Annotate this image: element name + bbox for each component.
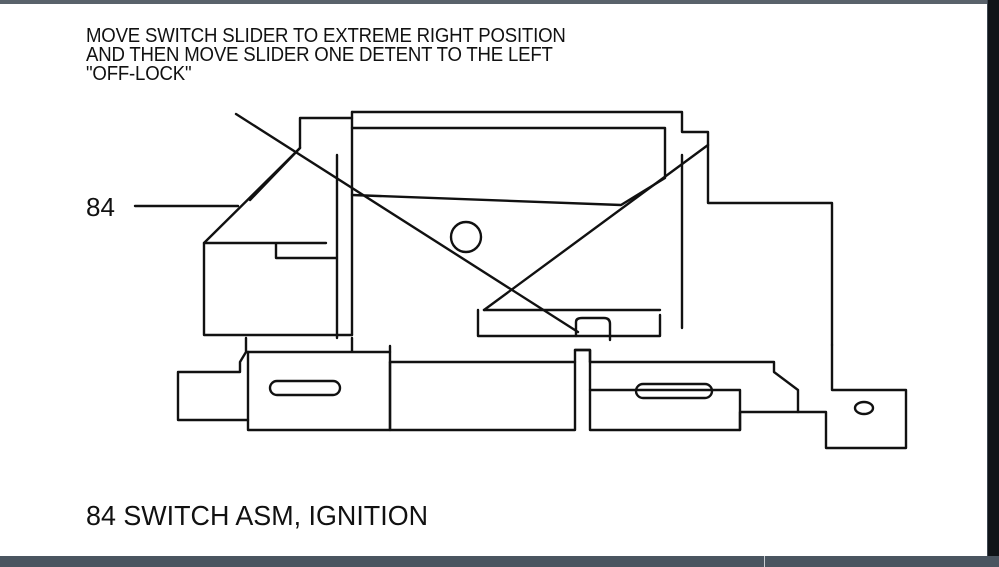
base-flange-left — [246, 350, 392, 432]
base-flange-right-step — [588, 360, 800, 432]
figure-caption: 84 SWITCH ASM, IGNITION — [86, 500, 429, 531]
left-diagonal-brace — [248, 146, 302, 202]
instruction-leader-line — [234, 112, 580, 334]
instruction-line-2: AND THEN MOVE SLIDER ONE DETENT TO THE L… — [86, 44, 553, 66]
base-flange-top — [176, 336, 392, 422]
left-housing-inner — [202, 241, 338, 260]
instruction-text: MOVE SWITCH SLIDER TO EXTREME RIGHT POSI… — [86, 25, 566, 85]
mounting-slot-left — [268, 379, 342, 397]
slider-channel — [476, 308, 662, 338]
frame-bottom-border — [0, 556, 999, 567]
right-diagonal-brace — [482, 143, 710, 312]
frame-top-border — [0, 0, 999, 4]
top-cover-outline — [350, 110, 834, 347]
base-flange-right — [573, 343, 908, 450]
switch-slider — [574, 316, 612, 342]
mounting-slot-right — [634, 382, 714, 400]
callout-number-84: 84 — [86, 192, 115, 222]
pivot-hole — [449, 220, 483, 254]
base-flange-center — [388, 348, 592, 364]
instruction-line-1: MOVE SWITCH SLIDER TO EXTREME RIGHT POSI… — [86, 25, 566, 47]
frame-right-border — [987, 0, 999, 567]
inner-plate — [335, 110, 354, 340]
top-cover-inner-panel — [350, 126, 667, 207]
mounting-hole-right — [853, 400, 875, 416]
left-housing-outline — [202, 116, 354, 337]
instruction-line-3: "OFF-LOCK" — [86, 63, 192, 85]
frame-bottom-divider — [764, 556, 765, 567]
base-flange-mid — [388, 360, 577, 432]
